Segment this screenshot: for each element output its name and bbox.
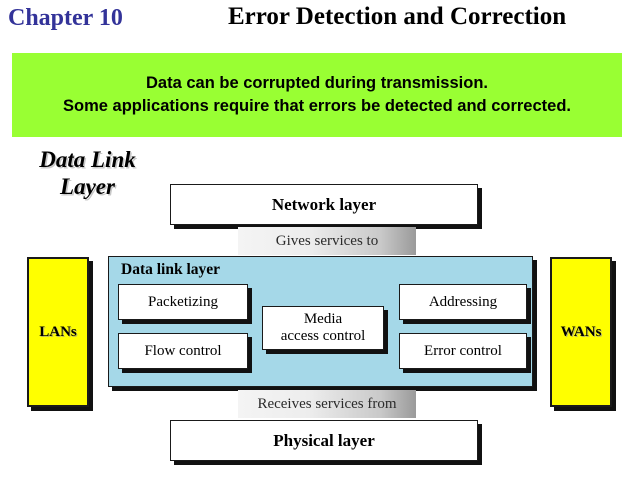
gives-services-to-tab: Gives services to: [238, 227, 416, 255]
data-link-layer-label: Data link layer: [121, 261, 221, 278]
media-access-line-2: access control: [280, 328, 366, 344]
flow-control-box: Flow control: [118, 333, 248, 369]
note-banner: Data can be corrupted during transmissio…: [12, 53, 622, 137]
network-layer-box: Network layer: [170, 184, 478, 225]
section-heading-line-1: Data Link: [39, 147, 136, 172]
slide-header: Chapter 10 Error Detection and Correctio…: [0, 0, 638, 44]
packetizing-box: Packetizing: [118, 284, 248, 320]
lans-box: LANs: [27, 257, 89, 407]
page-title: Error Detection and Correction: [228, 3, 567, 30]
note-line-2: Some applications require that errors be…: [63, 97, 571, 115]
chapter-label: Chapter 10: [8, 5, 123, 31]
section-heading: Data Link Layer: [10, 146, 165, 200]
media-access-control-box: Media access control: [262, 306, 384, 350]
error-control-box: Error control: [399, 333, 527, 369]
section-heading-line-2: Layer: [60, 174, 115, 199]
media-access-line-1: Media: [303, 311, 343, 327]
addressing-box: Addressing: [399, 284, 527, 320]
physical-layer-box: Physical layer: [170, 420, 478, 461]
receives-services-from-tab: Receives services from: [238, 390, 416, 418]
wans-box: WANs: [550, 257, 612, 407]
note-line-1: Data can be corrupted during transmissio…: [146, 74, 488, 92]
